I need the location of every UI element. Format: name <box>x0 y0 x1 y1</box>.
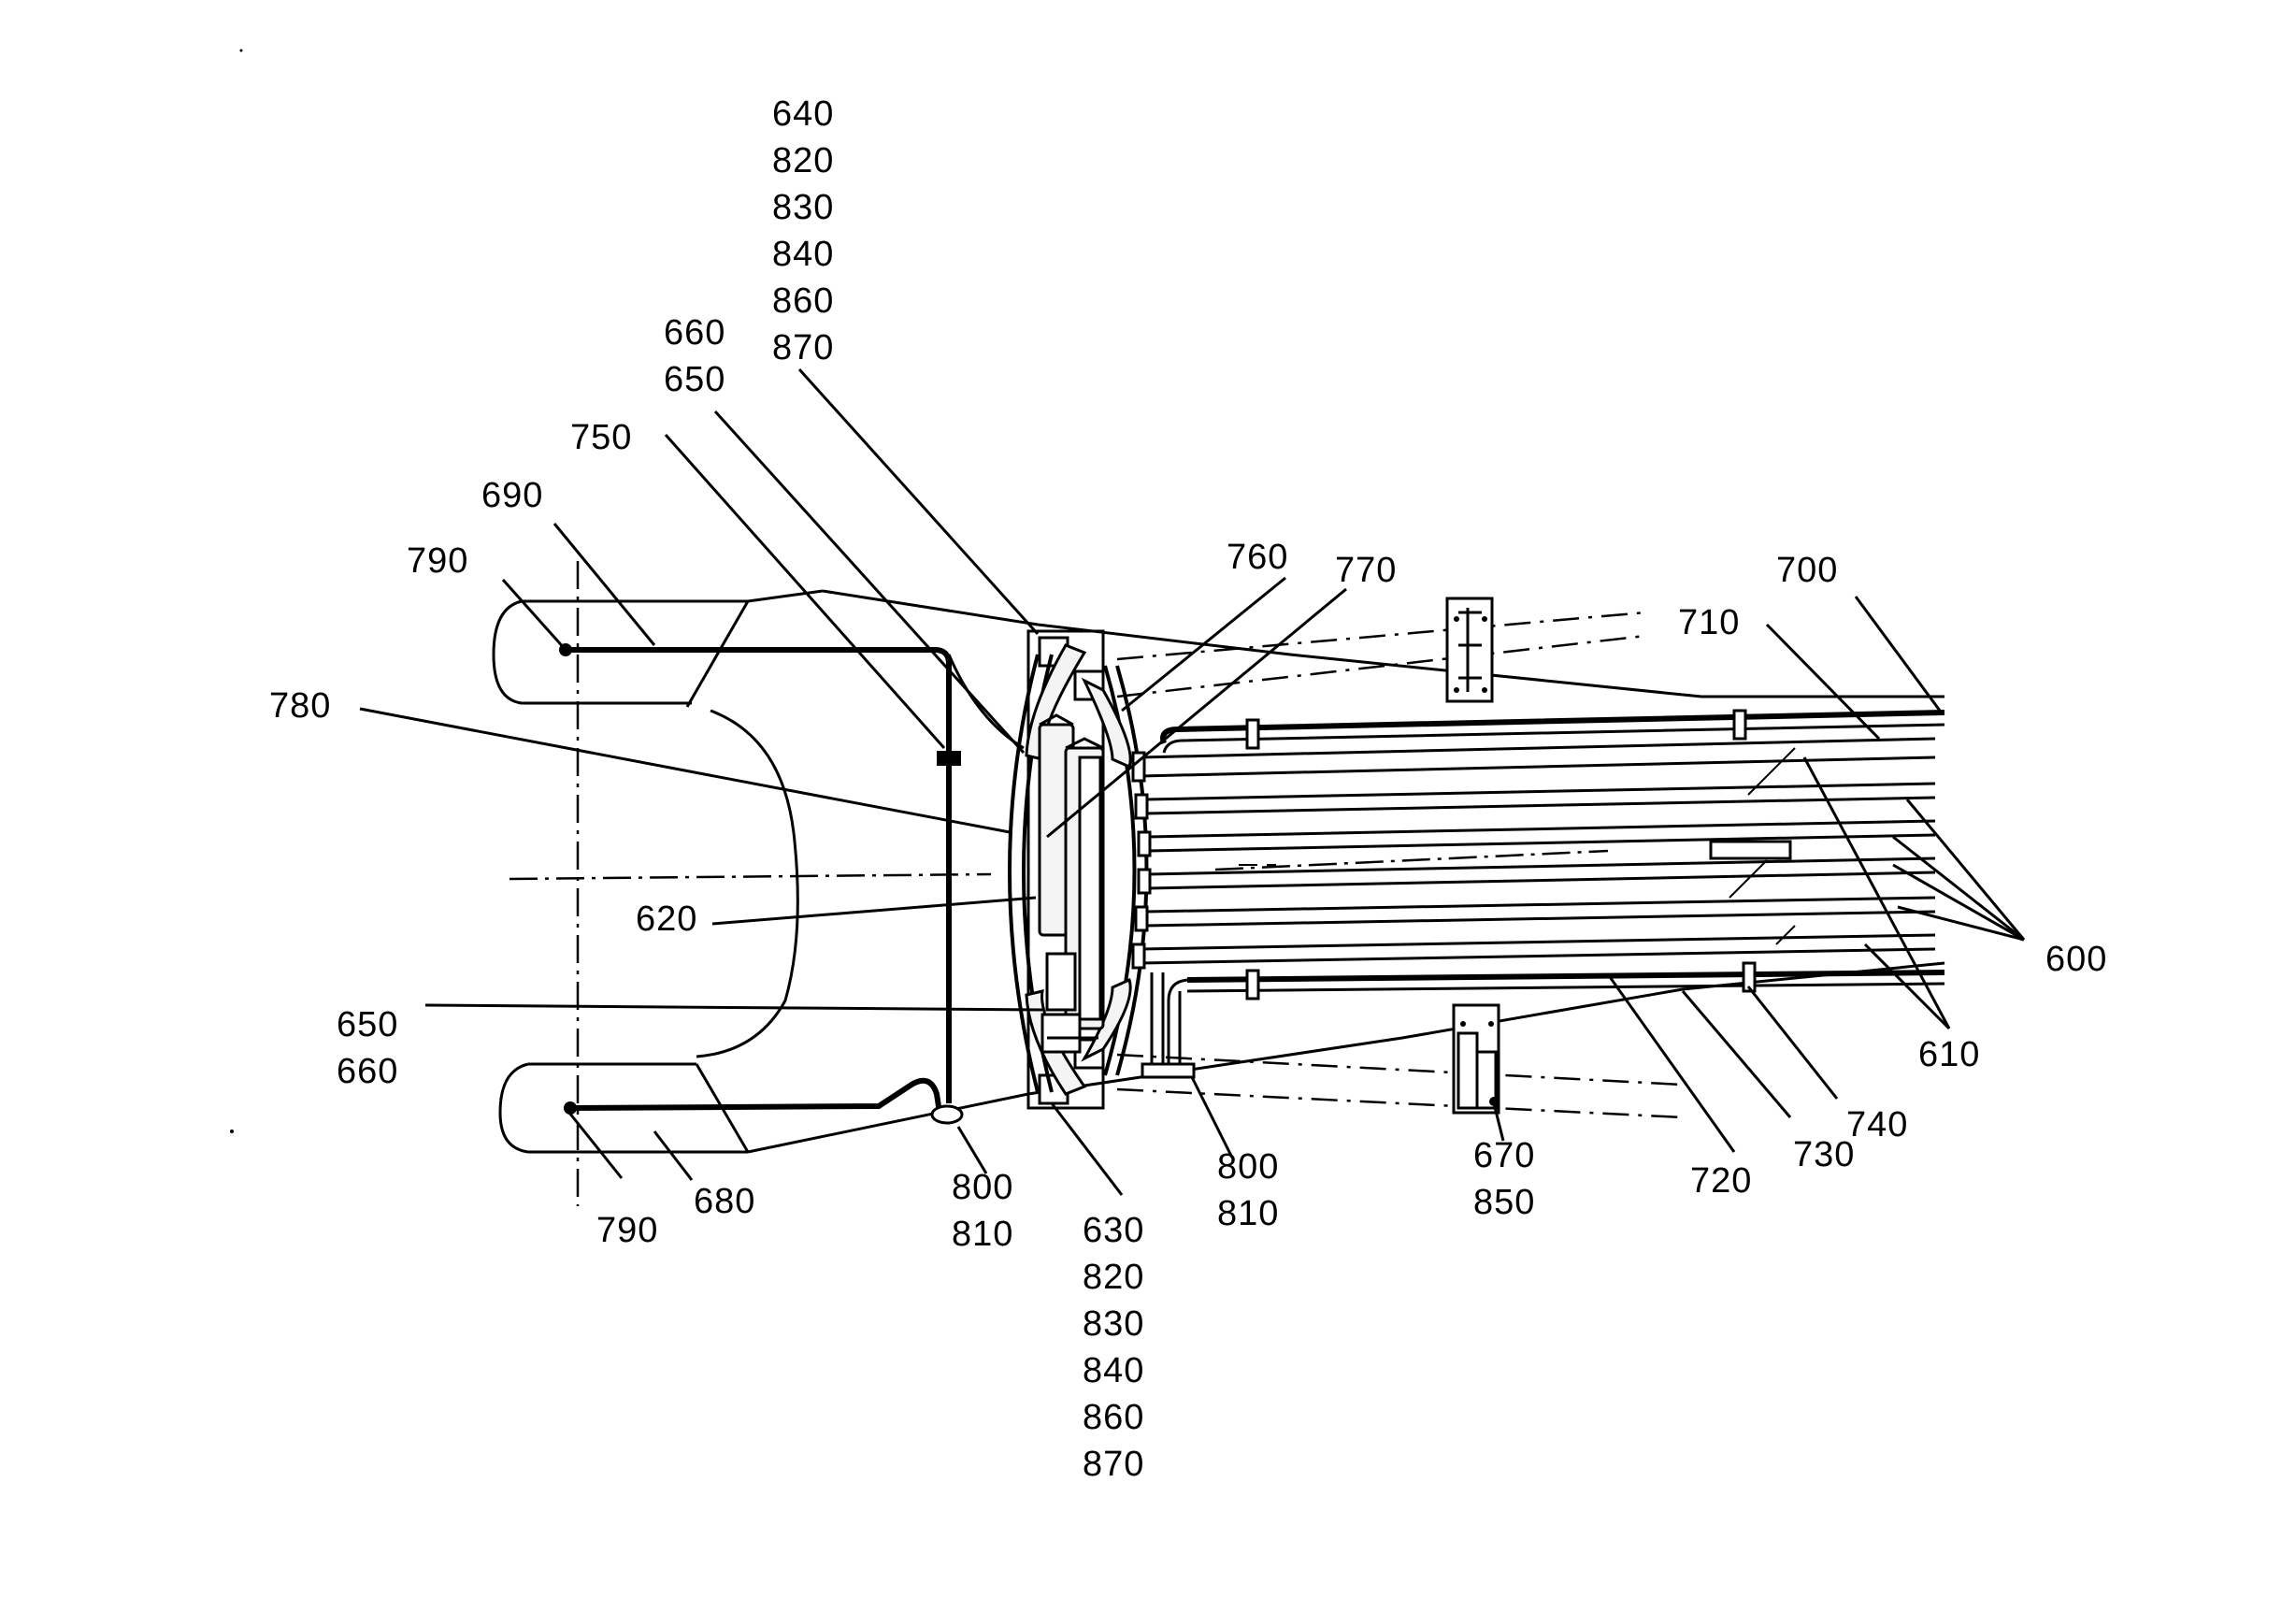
label-600: 600 <box>2045 940 2107 979</box>
label-660-650-upper: 660 650 <box>664 313 737 399</box>
label-650-660-lower: 650 660 <box>337 1005 409 1091</box>
label-730: 730 <box>1793 1135 1855 1174</box>
label-780: 780 <box>269 686 331 726</box>
label-750: 750 <box>570 418 632 457</box>
centerline <box>509 872 992 881</box>
label-610: 610 <box>1918 1035 1980 1074</box>
label-800-810-right: 800 810 <box>1217 1147 1290 1233</box>
phantom-upper-1 <box>1116 611 1646 661</box>
label-630-870: 630 820 830 840 860 870 <box>1083 1211 1155 1484</box>
label-620: 620 <box>636 900 697 939</box>
label-740: 740 <box>1846 1105 1908 1144</box>
bracket-lower <box>1452 1003 1500 1115</box>
label-640-870: 640 820 830 840 860 870 <box>772 94 845 367</box>
phantom-lower-1 <box>1116 1053 1684 1087</box>
reference-labels: 640 820 830 840 860 870 660 650 750 690 … <box>269 94 2107 1484</box>
centerline-right <box>1214 849 1609 871</box>
yoke-hoses <box>559 643 1025 1125</box>
phantom-lower-2 <box>1116 1087 1684 1119</box>
phantom-upper-2 <box>1116 634 1646 698</box>
speck <box>239 49 243 52</box>
bracket-upper <box>1445 597 1494 703</box>
label-670-850: 670 850 <box>1473 1136 1546 1222</box>
label-700: 700 <box>1776 551 1838 590</box>
label-790-upper: 790 <box>407 541 468 581</box>
speck <box>230 1130 234 1133</box>
label-680: 680 <box>694 1182 755 1221</box>
label-690: 690 <box>481 476 543 515</box>
boom-lines <box>1131 709 1945 1079</box>
label-720: 720 <box>1690 1161 1752 1201</box>
label-790-lower: 790 <box>596 1211 658 1250</box>
label-710: 710 <box>1678 603 1740 642</box>
label-770: 770 <box>1335 551 1397 590</box>
label-800-810-left: 800 810 <box>952 1168 1025 1254</box>
rotary-joint <box>1008 629 1149 1110</box>
leader-lines <box>359 367 2026 1196</box>
label-760: 760 <box>1227 538 1288 577</box>
